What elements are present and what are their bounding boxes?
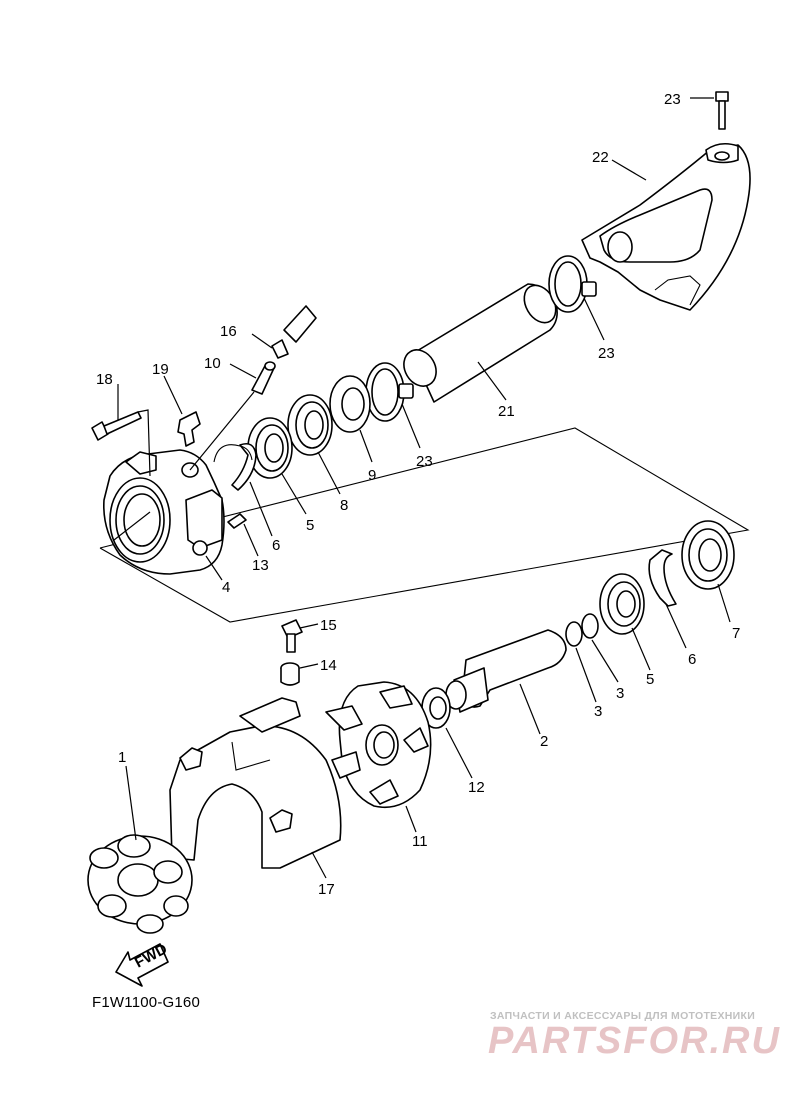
leader-lines: [113, 97, 731, 879]
callout-13: 13: [252, 557, 269, 574]
part-3-oring-b: [565, 621, 583, 647]
callout-12: 12: [468, 779, 485, 796]
callout-labels: 23 22 23 21 23 9 8 5 6 13 4 16 10 18 19 …: [96, 91, 740, 898]
part-7-bearing: [681, 520, 735, 590]
callout-7: 7: [732, 625, 740, 642]
fwd-arrow-icon: FWD: [115, 940, 170, 987]
watermark-brand: PARTSFOR.RU: [488, 1020, 781, 1062]
part-23-clamp-upper: [548, 255, 597, 313]
part-17-duct: [169, 697, 342, 869]
callout-2: 2: [540, 733, 548, 750]
drawing-code: F1W1100-G160: [92, 994, 201, 1011]
callout-6-lower: 6: [688, 651, 696, 668]
part-16-hose-clip: [271, 305, 317, 359]
part-19-bracket: [177, 411, 201, 447]
callout-3-a: 3: [616, 685, 624, 702]
part-12-washer: [421, 687, 451, 729]
callout-16: 16: [220, 323, 237, 340]
part-2-shaft: [445, 629, 567, 713]
part-5-bearing-upper: [247, 417, 293, 479]
callout-19: 19: [152, 361, 169, 378]
callout-17: 17: [318, 881, 335, 898]
part-4-housing: [103, 449, 225, 575]
callout-18: 18: [96, 371, 113, 388]
part-6-circlip-upper: [231, 442, 257, 491]
callout-4: 4: [222, 579, 230, 596]
watermark-tagline: ЗАПЧАСТИ И АКСЕССУАРЫ ДЛЯ МОТОТЕХНИКИ: [490, 1010, 756, 1022]
part-3-oring-a: [581, 613, 599, 639]
part-14-collar: [280, 662, 300, 686]
part-23-clamp-lower: [365, 362, 414, 422]
callout-1: 1: [118, 749, 126, 766]
callout-10: 10: [204, 355, 221, 372]
group-boundary: [99, 427, 750, 623]
callout-5-lower: 5: [646, 671, 654, 688]
part-8-bearing: [287, 394, 333, 456]
part-10-fitting: [251, 361, 276, 395]
part-21-nozzle: [581, 142, 751, 311]
callout-22: 23: [664, 91, 681, 108]
part-5-bearing-lower: [599, 573, 645, 635]
callout-3-b: 3: [594, 703, 602, 720]
callout-5-upper: 5: [306, 517, 314, 534]
part-13-pin: [227, 513, 247, 529]
part-15-bolt: [281, 619, 303, 653]
callout-6-upper: 6: [272, 537, 280, 554]
callout-20: 21: [498, 403, 515, 420]
callout-23-upper: 23: [598, 345, 615, 362]
part-9-seal: [329, 375, 371, 433]
callout-14: 14: [320, 657, 337, 674]
callout-8: 8: [340, 497, 348, 514]
part-1-damper: [87, 834, 193, 934]
part-11-impeller: [325, 681, 432, 809]
callout-11: 11: [412, 833, 428, 850]
part-20-pipe: [403, 283, 558, 403]
callout-15: 15: [320, 617, 337, 634]
callout-21: 22: [592, 149, 609, 166]
callout-9: 9: [368, 467, 376, 484]
callout-23-lower: 23: [416, 453, 433, 470]
part-22-bolt: [715, 91, 729, 130]
part-6-circlip-lower: [648, 549, 677, 607]
part-18-bolt: [91, 411, 142, 441]
